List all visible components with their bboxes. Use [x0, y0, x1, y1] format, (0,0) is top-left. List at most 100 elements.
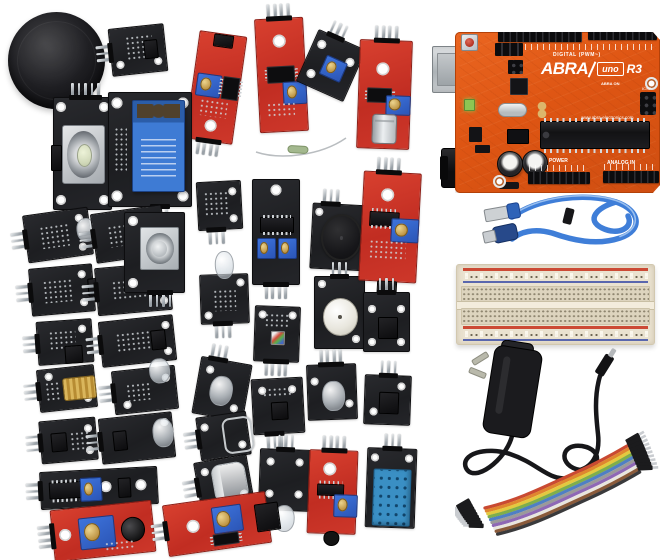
pin — [90, 83, 94, 96]
pin-header-base — [97, 334, 105, 355]
atmega328-chip — [540, 117, 650, 153]
usb-interface-chip — [510, 78, 528, 95]
mount-hole — [58, 528, 72, 542]
icsp-header — [640, 92, 656, 115]
bulb-part — [207, 373, 236, 408]
pin — [271, 286, 275, 299]
power-rail-top — [463, 268, 648, 283]
joystick-part — [61, 124, 105, 185]
pin-header-base — [37, 481, 44, 501]
ic-part — [48, 481, 82, 500]
pads-part — [104, 538, 135, 551]
mount-hole — [160, 320, 170, 330]
mount-hole — [204, 311, 213, 321]
pin-header-base — [378, 372, 399, 379]
tilt-switch-module — [98, 357, 180, 416]
terminal-rows-bottom — [461, 308, 650, 325]
reset-button — [461, 34, 478, 51]
pin-header-base — [320, 200, 341, 207]
mount-hole — [295, 458, 304, 467]
bulb-part — [150, 417, 175, 448]
pin — [77, 83, 81, 96]
comp-part — [149, 329, 167, 351]
pin — [71, 83, 74, 96]
mount-hole — [127, 277, 138, 288]
pin-header-base — [329, 274, 350, 279]
power-label: POWER — [549, 158, 568, 164]
icsp-label: ICSP — [642, 86, 652, 91]
mount-hole — [134, 479, 147, 491]
pin-header-base — [110, 383, 118, 404]
pin — [168, 294, 172, 307]
reed-part — [220, 415, 256, 455]
pin — [149, 294, 152, 307]
pin — [221, 325, 225, 339]
dht11-humidity-module — [364, 433, 418, 529]
breadboard — [456, 264, 655, 345]
active-buzzer-module — [314, 262, 365, 349]
pads-part — [125, 380, 154, 403]
comp-part — [212, 33, 235, 49]
mount-hole — [370, 453, 379, 462]
logo-slash — [587, 60, 597, 78]
mounting-hole — [645, 77, 658, 90]
comp-part — [117, 477, 132, 498]
pads-part — [368, 238, 407, 261]
mount-hole — [229, 213, 239, 223]
mount-hole — [185, 519, 200, 534]
ir-led-module — [250, 376, 306, 449]
photo-interrupter-module — [22, 318, 95, 366]
pin-header-base — [69, 95, 102, 100]
pin — [264, 362, 268, 376]
aux-header — [495, 43, 523, 56]
pin-header-base — [264, 430, 285, 437]
mount-hole — [228, 187, 237, 196]
loose-resistor — [255, 137, 347, 157]
microphone-sound-module — [356, 25, 413, 150]
mount-hole — [317, 280, 326, 289]
regulator — [469, 127, 482, 142]
pin-header-base — [373, 37, 400, 44]
relay-module — [108, 92, 192, 221]
pin — [277, 363, 281, 377]
pin — [331, 262, 335, 275]
comp-part — [270, 401, 289, 421]
comp-part — [378, 392, 400, 414]
pads-part — [114, 329, 152, 354]
flame-sensor-module — [85, 411, 177, 465]
mount-hole — [111, 97, 123, 109]
mount-hole — [270, 184, 282, 196]
heartbeat-module — [306, 349, 358, 421]
key-switch-module — [124, 212, 185, 307]
pin-header-base — [37, 433, 44, 453]
mount-hole — [127, 215, 138, 226]
website-label: www.abra-electronics.com — [581, 115, 634, 120]
power-led — [464, 99, 475, 111]
pin — [214, 143, 220, 157]
comp-part — [111, 430, 129, 452]
pin-labels-power — [529, 165, 589, 171]
pads-part — [38, 221, 73, 249]
pin — [162, 294, 165, 307]
mount-hole — [368, 305, 377, 314]
light-blocking-module — [363, 278, 410, 352]
rgb-part — [270, 331, 286, 346]
comp-part — [50, 432, 69, 453]
joystick-cap-knob — [8, 12, 105, 109]
pin-header-base — [107, 42, 115, 63]
comp-part — [253, 501, 282, 533]
capacitor — [497, 151, 523, 177]
relay-part — [131, 99, 185, 193]
pads-part — [198, 98, 228, 120]
pin — [215, 231, 219, 245]
bulb-part — [322, 380, 346, 412]
mount-hole — [397, 381, 406, 391]
adapter-body — [482, 340, 543, 439]
bulb-part — [214, 250, 235, 280]
ir-receiver-module — [95, 23, 169, 77]
pin — [201, 141, 207, 156]
pads-part — [43, 380, 63, 402]
usb-a-connector — [483, 202, 521, 223]
cable-tie — [562, 207, 575, 225]
